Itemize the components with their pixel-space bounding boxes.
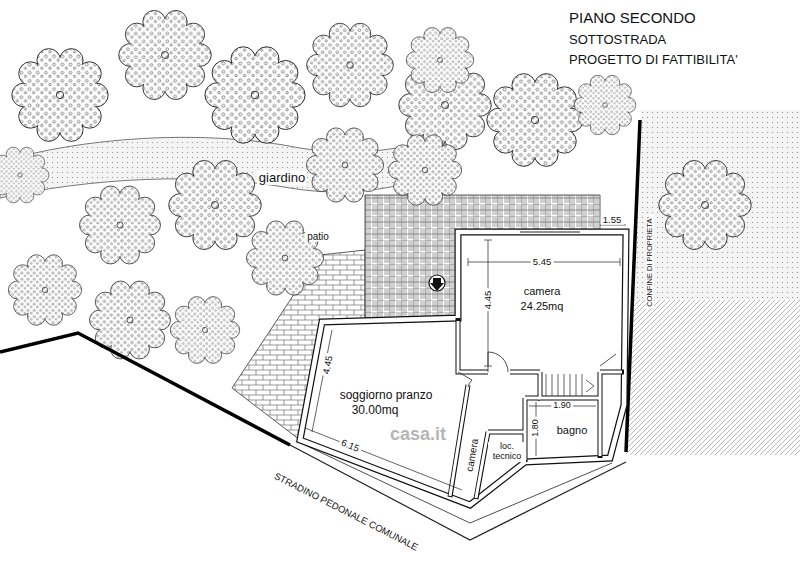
room-name: soggiorno pranzo xyxy=(338,389,435,402)
dimension: 1.90 xyxy=(551,401,573,411)
building xyxy=(300,232,626,505)
dimension: 1.80 xyxy=(531,417,541,439)
room-name: loc. tecnico xyxy=(488,442,526,462)
street-label: STRADINO PEDONALE COMUNALE xyxy=(271,470,422,554)
room-area: 30.00mq xyxy=(350,404,401,417)
watermark: casa.it xyxy=(388,425,448,445)
dimension-lines xyxy=(305,225,626,490)
room-area: 24.25mq xyxy=(519,300,566,312)
plan-title: PIANO SECONDO xyxy=(567,10,698,27)
subtitle: PROGETTO DI FATTIBILITA' xyxy=(567,53,740,67)
dimension: 4.45 xyxy=(483,289,493,312)
dimension: 5.45 xyxy=(531,257,554,267)
area-label: patio xyxy=(305,231,331,242)
boundary-label: CONFINE DI PROPRIETA' xyxy=(646,215,654,309)
subtitle: SOTTOSTRADA xyxy=(567,33,668,47)
area-label: giardino xyxy=(257,171,307,185)
dimension: 1.55 xyxy=(601,215,624,225)
room-name: camera xyxy=(522,285,563,297)
room-name: bagno xyxy=(555,424,590,436)
